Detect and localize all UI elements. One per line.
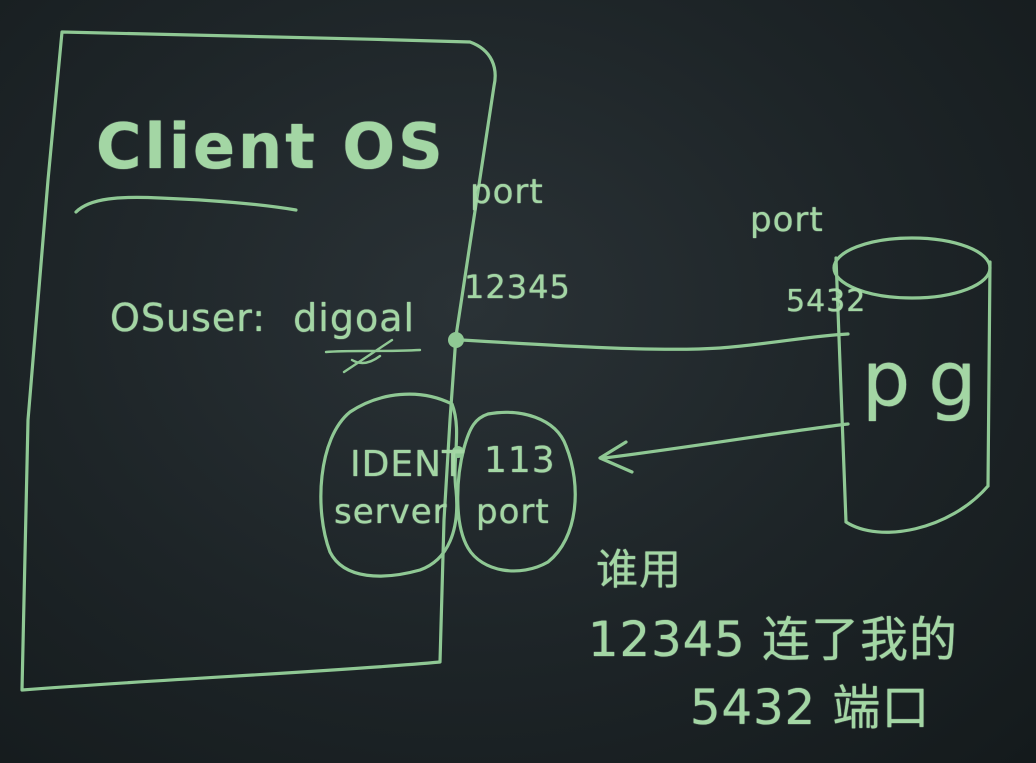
client-os-box [20, 30, 497, 692]
title-underline [74, 195, 298, 214]
pg-name: pg [862, 334, 995, 423]
os-user-label: OSuser: [110, 296, 267, 340]
pg-port-number: 5432 [786, 284, 867, 319]
ident-port-dot [452, 446, 464, 458]
username-underline [324, 338, 422, 374]
note-line-3: 5432 端口 [690, 680, 931, 736]
ident-port-label: port [476, 492, 550, 532]
pg-cylinder-body [834, 256, 992, 534]
note-line-1: 谁用 [596, 545, 683, 594]
ident-port-blob [456, 410, 577, 573]
ident-server-line2: server [334, 492, 448, 532]
note-line-2: 12345 连了我的 [588, 612, 958, 668]
os-user-line: OSuser: digoal [110, 296, 415, 340]
arrow-head [598, 440, 634, 474]
pg-port-label: port [750, 200, 824, 240]
connection-line [460, 332, 850, 351]
ident-port-number: 113 [484, 440, 556, 481]
client-port-label: port [470, 172, 544, 212]
ident-query-arrow [602, 422, 850, 460]
os-user-name: digoal [293, 296, 416, 340]
client-port-dot [448, 332, 464, 348]
client-os-title: Client OS [96, 110, 446, 183]
ident-server-blob [319, 392, 459, 578]
ident-server-line1: IDENT [350, 444, 466, 485]
client-port-number: 12345 [464, 268, 571, 306]
